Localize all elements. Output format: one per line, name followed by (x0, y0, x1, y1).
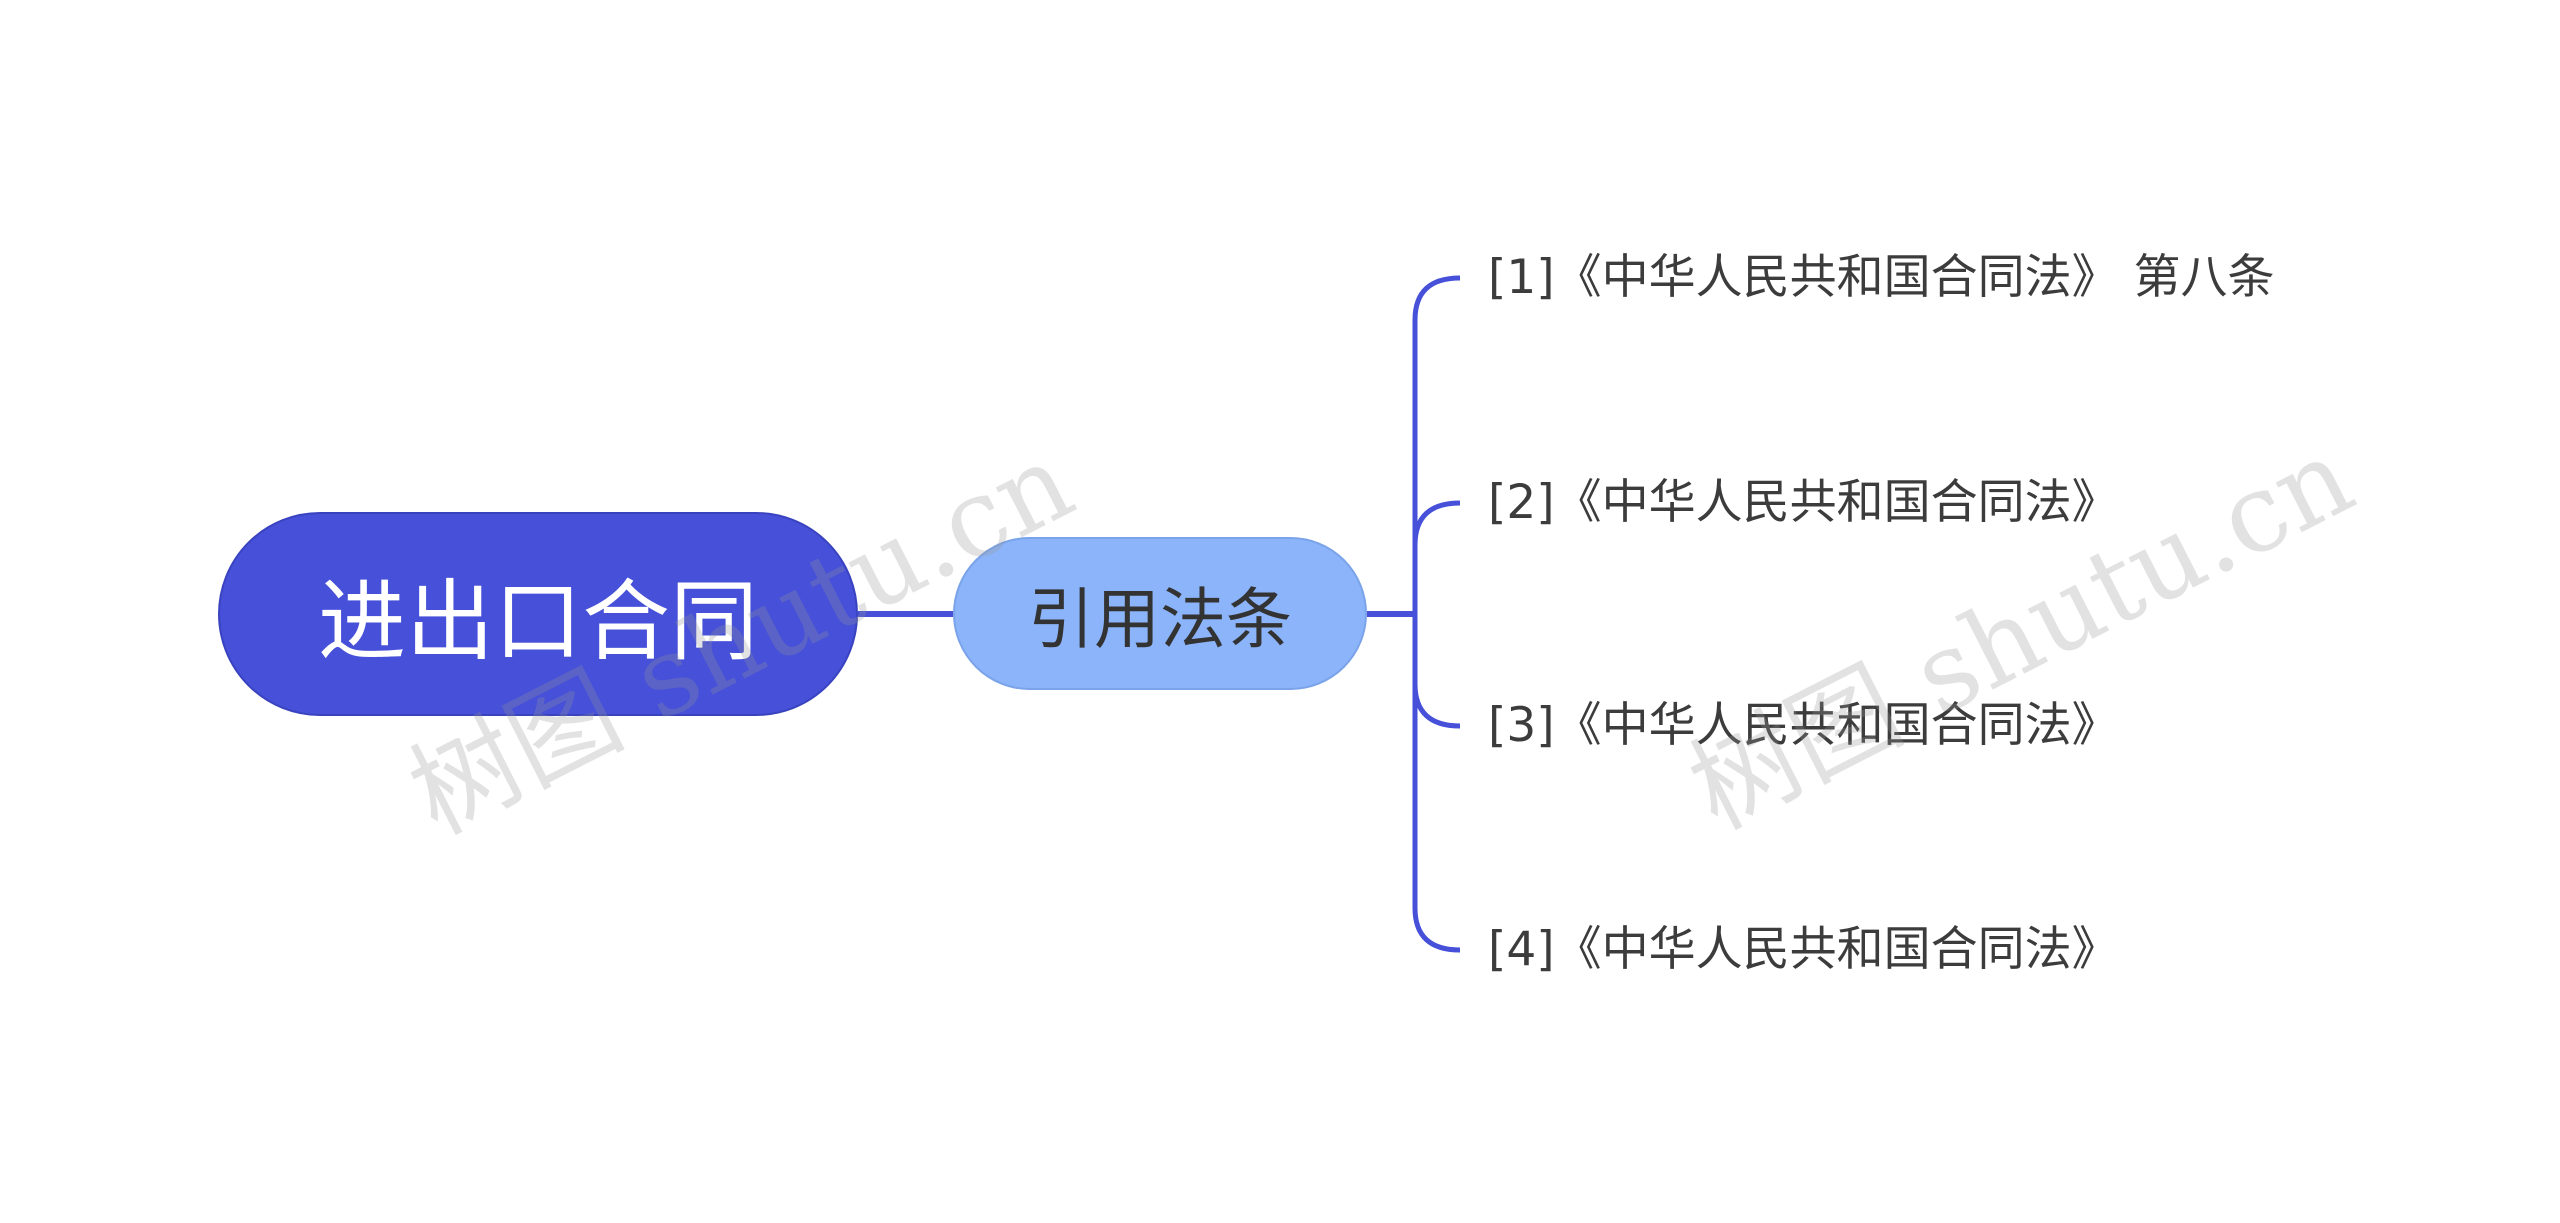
branch-node[interactable]: 引用法条 (953, 537, 1367, 690)
leaf-node-1[interactable]: [1]《中华人民共和国合同法》 第八条 (1488, 238, 2275, 318)
leaf-connector-4 (1412, 614, 1461, 953)
root-node-label: 进出口合同 (317, 569, 758, 673)
root-node[interactable]: 进出口合同 (218, 512, 858, 716)
leaf-node-label: [3]《中华人民共和国合同法》 (1488, 698, 2119, 753)
leaf-node-label: [1]《中华人民共和国合同法》 第八条 (1488, 250, 2275, 305)
leaf-node-label: [2]《中华人民共和国合同法》 (1488, 475, 2119, 530)
leaf-node-label: [4]《中华人民共和国合同法》 (1488, 922, 2119, 977)
leaf-node-4[interactable]: [4]《中华人民共和国合同法》 (1488, 910, 2119, 990)
leaf-node-3[interactable]: [3]《中华人民共和国合同法》 (1488, 686, 2119, 766)
leaf-node-2[interactable]: [2]《中华人民共和国合同法》 (1488, 463, 2119, 543)
leaf-connector-3 (1412, 614, 1461, 729)
leaf-connector-2 (1412, 500, 1461, 614)
branch-node-label: 引用法条 (1028, 580, 1292, 658)
leaf-connector-1 (1412, 275, 1461, 614)
